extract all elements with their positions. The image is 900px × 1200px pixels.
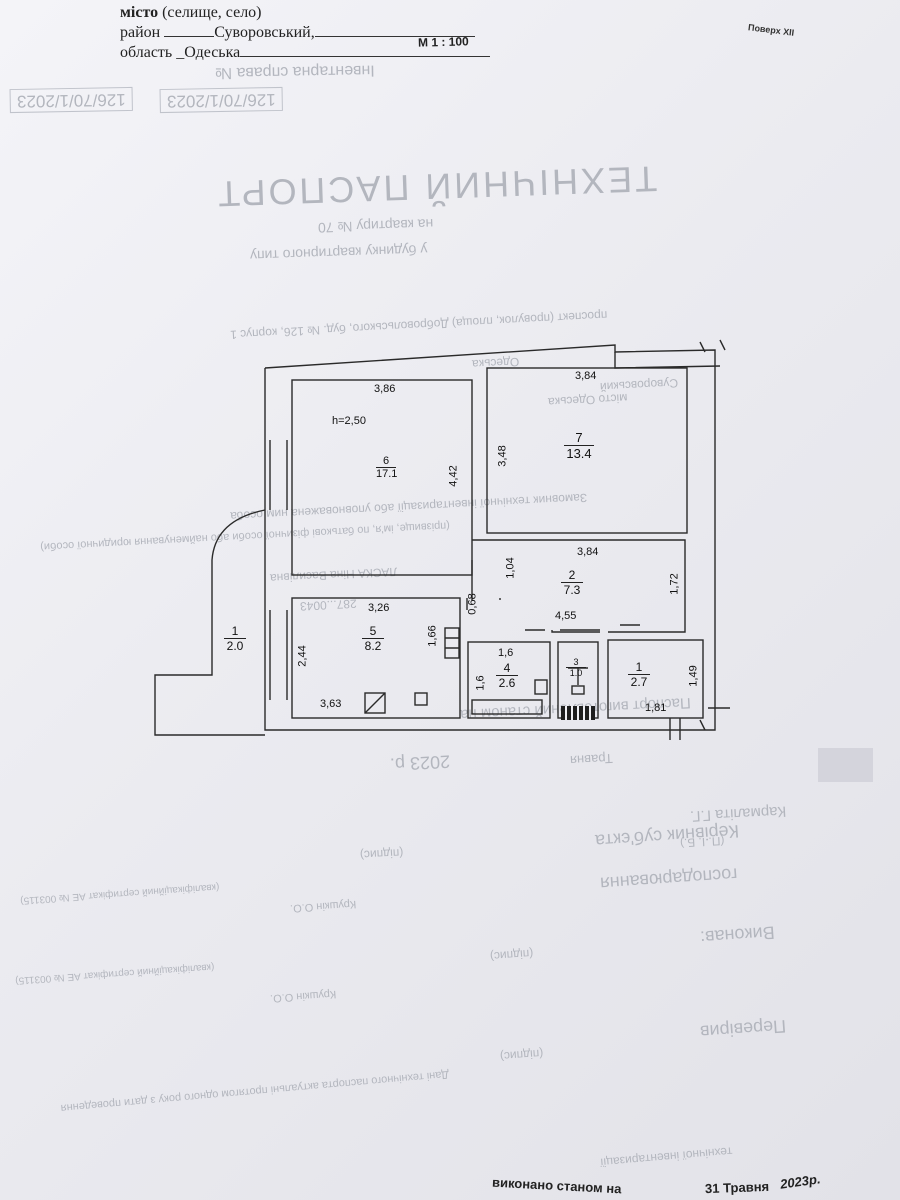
dim-16-top: 1,6 (498, 647, 514, 659)
dim-384-mid: 3,84 (577, 546, 599, 558)
outer-wall-left-bottom (264, 368, 716, 731)
redaction-patch (818, 748, 873, 782)
dim-244: 2,44 (296, 645, 309, 667)
district-line: район Суворовський, (120, 24, 475, 42)
room-5 (291, 597, 461, 719)
dim-172: 1,72 (668, 573, 681, 595)
room-2 (472, 539, 686, 633)
bathtub (471, 699, 543, 715)
footer-date-day: 31 Травня (704, 1178, 770, 1197)
room-4 (467, 641, 551, 719)
dim-384-top: 3,84 (575, 370, 597, 382)
room-6 (291, 379, 473, 576)
dim-386: 3,86 (374, 383, 396, 395)
dim-104: 1,04 (504, 557, 517, 579)
wall-break-marks (699, 339, 730, 731)
dim-166: 1,66 (426, 625, 439, 647)
dim-326: 3,26 (368, 602, 390, 614)
dim-363: 3,63 (320, 698, 342, 710)
dim-16-side: 1,6 (474, 675, 487, 691)
city-line: місто (селище, село) (120, 4, 262, 21)
dim-455: 4,55 (555, 610, 577, 622)
stove (444, 627, 460, 659)
window-marks-left (269, 440, 288, 700)
dim-181: 1,81 (645, 702, 667, 714)
toilet (534, 679, 548, 695)
room-1 (607, 639, 704, 719)
region-line: область _Одеська (120, 44, 491, 62)
dim-348: 3,48 (496, 445, 509, 467)
dim-149: 1,49 (687, 665, 700, 687)
dim-068: 0,68 (466, 593, 479, 615)
dim-442: 4,42 (447, 465, 460, 487)
sink (364, 692, 386, 714)
toilet-bowl (571, 685, 585, 695)
ceiling-height: h=2,50 (332, 415, 366, 427)
room-7 (486, 367, 688, 534)
entrance-area (154, 509, 266, 736)
